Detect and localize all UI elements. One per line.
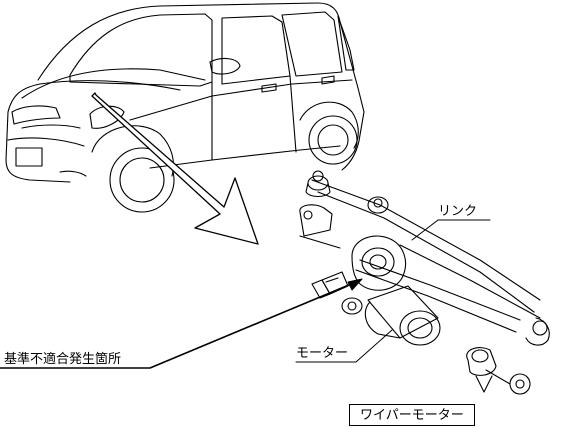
caption-box: ワイパーモーター bbox=[349, 404, 475, 426]
defect-location-label: 基準不適合発生箇所 bbox=[4, 352, 122, 367]
leader-lines bbox=[0, 219, 491, 369]
wiper-assembly bbox=[299, 170, 550, 395]
defect-arrowhead bbox=[347, 278, 363, 291]
link-label: リンク bbox=[438, 204, 478, 219]
car-illustration bbox=[5, 2, 365, 213]
pointer-arrow bbox=[91, 92, 259, 245]
motor-label: モーター bbox=[296, 346, 349, 361]
